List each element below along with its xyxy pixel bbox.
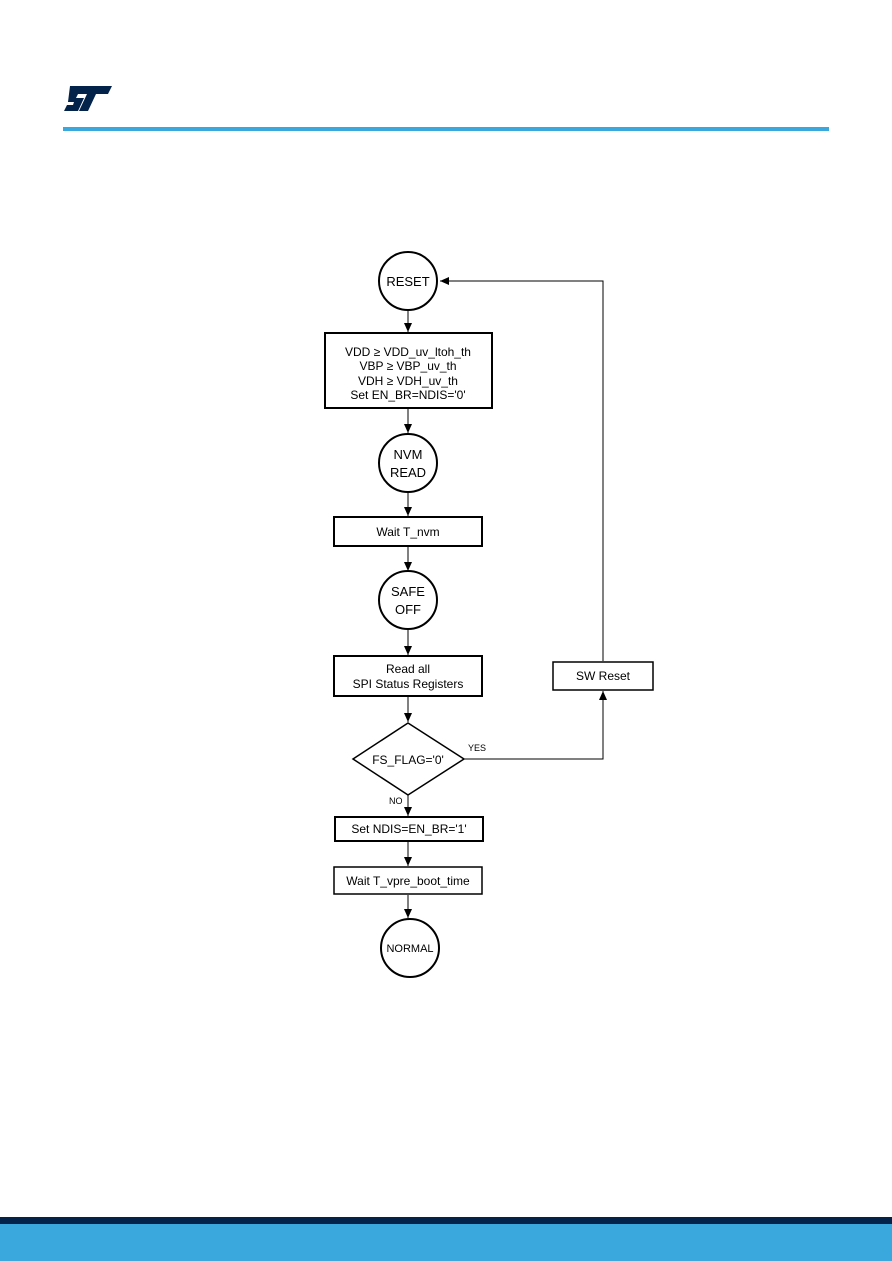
normal-node — [380, 918, 440, 978]
read-status-line-2: SPI Status Registers — [353, 677, 464, 691]
reset-label: RESET — [386, 274, 429, 289]
decision-no-label: NO — [389, 796, 403, 806]
nvm-read-node — [378, 433, 438, 493]
safe-off-line-1: SAFE — [391, 584, 425, 599]
set-ndis-label: Set NDIS=EN_BR='1' — [351, 822, 466, 836]
footer-dark-stripe — [0, 1217, 892, 1224]
decision-diamond — [351, 722, 466, 796]
st-logo-icon — [64, 86, 112, 111]
edge-decision-yes — [464, 691, 607, 760]
edge-swreset-to-reset — [440, 277, 604, 661]
sw-reset-label: SW Reset — [576, 669, 631, 683]
power-check-line-1: VDD ≥ VDD_uv_ltoh_th — [345, 345, 471, 359]
safe-off-line-2: OFF — [395, 602, 421, 617]
decision-yes-label: YES — [468, 743, 486, 753]
power-check-line-2: VBP ≥ VBP_uv_th — [359, 359, 456, 373]
nvm-read-line-2: READ — [390, 465, 426, 480]
sw-reset-box — [552, 661, 654, 691]
safe-off-node — [378, 570, 438, 630]
set-ndis-box — [334, 816, 484, 842]
power-check-line-3: VDH ≥ VDH_uv_th — [358, 374, 458, 388]
power-check-line-4: Set EN_BR=NDIS='0' — [350, 388, 465, 402]
power-check-box — [324, 332, 493, 409]
reset-node — [378, 251, 438, 311]
nvm-read-line-1: NVM — [394, 447, 423, 462]
wait-vpre-box — [333, 866, 483, 895]
decision-label: FS_FLAG='0' — [372, 753, 444, 767]
normal-label: NORMAL — [386, 943, 433, 955]
read-status-line-1: Read all — [386, 662, 430, 676]
header-rule — [63, 127, 829, 131]
wait-vpre-label: Wait T_vpre_boot_time — [346, 874, 470, 888]
read-status-box — [333, 655, 483, 697]
footer-light-stripe — [0, 1224, 892, 1261]
wait-nvm-label: Wait T_nvm — [376, 525, 439, 539]
footer-band — [0, 1217, 892, 1261]
wait-nvm-box — [333, 516, 483, 547]
